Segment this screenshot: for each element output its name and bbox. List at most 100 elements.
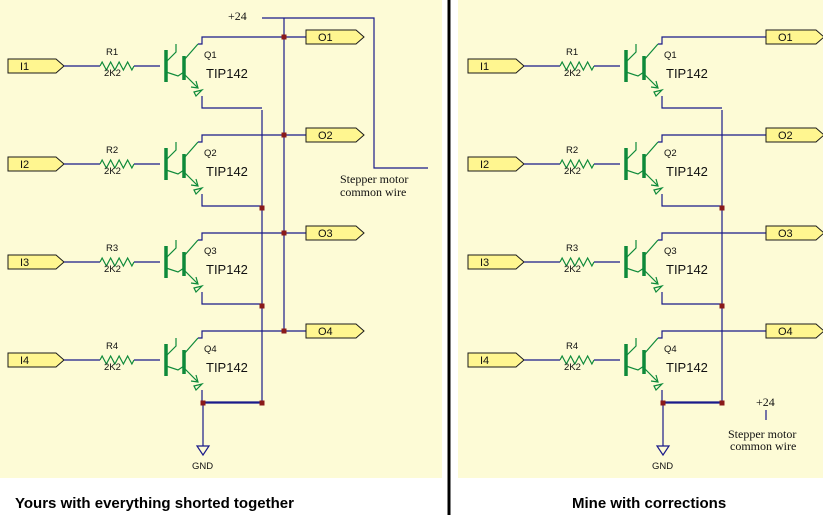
junction-dot — [719, 400, 725, 406]
output-port-label: O3 — [778, 228, 793, 240]
gnd-label: GND — [192, 461, 213, 472]
junction-dot — [259, 205, 265, 211]
resistor-value: 2K2 — [104, 68, 121, 79]
transistor-part: TIP142 — [666, 66, 708, 81]
common-wire-label: common wire — [340, 185, 406, 199]
transistor-part: TIP142 — [666, 262, 708, 277]
left-caption: Yours with everything shorted together — [15, 495, 294, 512]
transistor-ref: Q3 — [204, 246, 217, 257]
collector-wire — [658, 134, 780, 143]
transistor-lead — [625, 338, 637, 357]
common-wire-label: common wire — [730, 439, 796, 453]
transistor-collector-leg — [183, 239, 199, 257]
transistor-emitter-arrow — [193, 284, 204, 294]
output-port — [305, 29, 365, 45]
transistor-arrow — [650, 374, 659, 383]
transistor-ref: Q2 — [204, 148, 217, 159]
transistor-ref: Q2 — [664, 148, 677, 159]
emitter-wire — [201, 292, 262, 305]
transistor-lead — [165, 338, 177, 357]
gnd-symbol — [195, 445, 211, 457]
resistor-ref: R3 — [106, 243, 118, 254]
collector-wire — [658, 232, 780, 241]
right-schematic: I1R12K2Q1TIP142O1I2R22K2Q2TIP142O2I3R32K… — [467, 29, 823, 472]
transistor-lead — [625, 71, 645, 77]
transistor-emitter-leg — [183, 171, 199, 187]
resistor-symbol — [99, 256, 135, 268]
resistor-ref: R4 — [566, 341, 578, 352]
common-wire-label: Stepper motor — [728, 427, 796, 441]
transistor-emitter-leg — [183, 73, 199, 89]
left-panel-background — [0, 0, 442, 478]
transistor-collector-leg — [183, 43, 199, 61]
transistor-lead — [165, 267, 185, 273]
input-port — [7, 58, 65, 74]
common-wire-label: Stepper motor — [340, 172, 408, 186]
junction-dot — [281, 132, 287, 138]
emitter-wire — [661, 292, 722, 305]
transistor-emitter-arrow — [653, 88, 664, 98]
transistor-collector-leg — [643, 239, 659, 257]
transistor-part: TIP142 — [206, 360, 248, 375]
supply-label: +24 — [756, 395, 775, 409]
collector-wire — [198, 36, 320, 45]
transistor-collector-leg — [183, 337, 199, 355]
input-port-label: I1 — [20, 61, 29, 73]
transistor-arrow — [650, 276, 659, 285]
transistor-ref: Q3 — [664, 246, 677, 257]
output-port — [305, 323, 365, 339]
transistor-emitter-arrow — [193, 186, 204, 196]
common-wire — [284, 17, 428, 169]
output-port-label: O1 — [318, 32, 333, 44]
transistor-emitter-leg — [643, 171, 659, 187]
transistor-emitter-leg — [643, 367, 659, 383]
transistor-arrow — [650, 178, 659, 187]
input-port-label: I3 — [20, 257, 29, 269]
output-port-label: O2 — [778, 130, 793, 142]
output-port — [765, 225, 823, 241]
input-port-label: I3 — [480, 257, 489, 269]
resistor-symbol — [559, 354, 595, 366]
junction-dot — [259, 303, 265, 309]
transistor-ref: Q1 — [664, 50, 677, 61]
right-panel-background — [458, 0, 823, 478]
emitter-wire — [661, 96, 722, 109]
transistor-lead — [165, 71, 185, 77]
gnd-symbol — [655, 445, 671, 457]
junction-dot — [200, 400, 206, 406]
resistor-symbol — [99, 158, 135, 170]
input-port — [467, 58, 525, 74]
collector-wire — [658, 330, 780, 339]
output-port-label: O1 — [778, 32, 793, 44]
transistor-emitter-arrow — [653, 382, 664, 392]
input-port-label: I4 — [20, 355, 29, 367]
collector-wire — [198, 232, 320, 241]
resistor-symbol — [99, 354, 135, 366]
junction-dot — [719, 205, 725, 211]
transistor-emitter-arrow — [193, 88, 204, 98]
transistor-arrow — [190, 374, 199, 383]
input-port — [467, 352, 525, 368]
transistor-lead — [625, 365, 645, 371]
transistor-emitter-arrow — [193, 382, 204, 392]
input-port — [7, 254, 65, 270]
output-port — [305, 225, 365, 241]
resistor-value: 2K2 — [564, 166, 581, 177]
resistor-value: 2K2 — [564, 264, 581, 275]
junction-dot — [281, 230, 287, 236]
input-port-label: I4 — [480, 355, 489, 367]
input-port — [467, 254, 525, 270]
transistor-lead — [165, 142, 177, 161]
junction-dot — [281, 34, 287, 40]
output-port — [305, 127, 365, 143]
output-port-label: O3 — [318, 228, 333, 240]
transistor-arrow — [190, 80, 199, 89]
output-port — [765, 127, 823, 143]
transistor-lead — [165, 240, 177, 259]
transistor-collector-leg — [643, 141, 659, 159]
transistor-lead — [165, 169, 185, 175]
transistor-emitter-arrow — [653, 186, 664, 196]
resistor-value: 2K2 — [564, 68, 581, 79]
resistor-ref: R1 — [106, 47, 118, 58]
input-port — [467, 156, 525, 172]
